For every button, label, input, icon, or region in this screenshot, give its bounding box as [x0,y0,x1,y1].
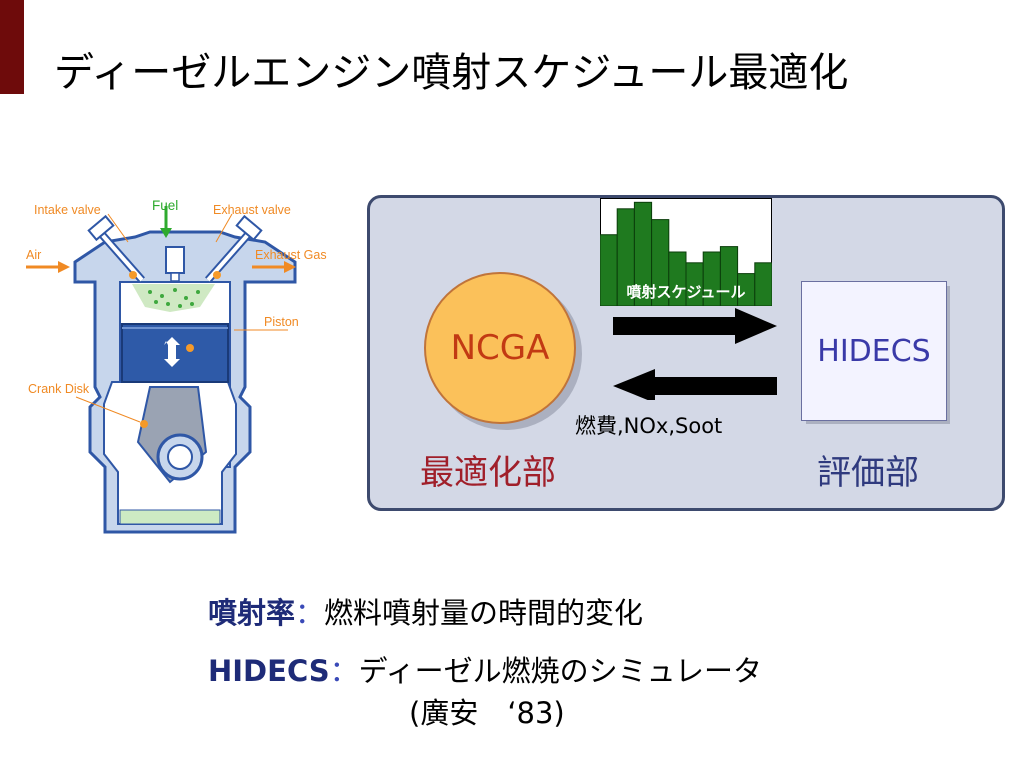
definition-hidecs: HIDECS：ディーゼル燃焼のシミュレータ [208,648,762,690]
engine-diagram: Intake valve Fuel Exhaust valve Air Exha… [26,198,327,534]
schedule-bar [600,234,618,306]
definition-text: ディーゼル燃焼のシミュレータ [358,654,763,688]
injection-schedule-chart: 噴射スケジュール [600,198,772,306]
intake-valve-shape [87,214,146,283]
fuel-spray [132,284,215,312]
definition-separator: ： [329,654,359,688]
crank-disk-label: Crank Disk [28,382,90,396]
feedback-label: 燃費,NOx,Soot [575,414,723,438]
intake-valve-label: Intake valve [34,203,101,217]
definition-term: 噴射率 [208,596,296,630]
ncga-label: NCGA [450,328,550,368]
fuel-label: Fuel [152,198,178,213]
piston-label: Piston [264,315,299,329]
accent-bar [0,0,24,94]
air-label: Air [26,248,41,262]
exhaust-gas-label: Exhaust Gas [255,248,327,262]
schedule-label: 噴射スケジュール [627,283,746,301]
piston-arrow-icon [164,337,180,367]
left-arrow-icon [613,369,777,400]
definition-injection-rate: 噴射率：燃料噴射量の時間的変化 [208,590,643,632]
citation: (廣安 ‘83) [409,696,565,730]
evaluator-label: 評価部 [817,453,919,493]
hidecs-label: HIDECS [817,334,931,369]
exhaust-valve-label: Exhaust valve [213,203,291,217]
injector [165,246,185,274]
optimizer-label: 最適化部 [420,453,556,493]
hidecs-node [801,281,947,421]
ncga-node [424,272,576,424]
flow-arrows [613,308,777,400]
right-arrow-icon [613,308,777,344]
schedule-bar [754,262,772,306]
slide-title: ディーゼルエンジン噴射スケジュール最適化 [54,50,849,96]
exhaust-valve-shape [204,214,263,283]
definition-term: HIDECS [208,654,330,688]
definition-separator: ： [295,596,325,630]
definition-text: 燃料噴射量の時間的変化 [324,596,644,630]
oil-sump [119,509,221,525]
